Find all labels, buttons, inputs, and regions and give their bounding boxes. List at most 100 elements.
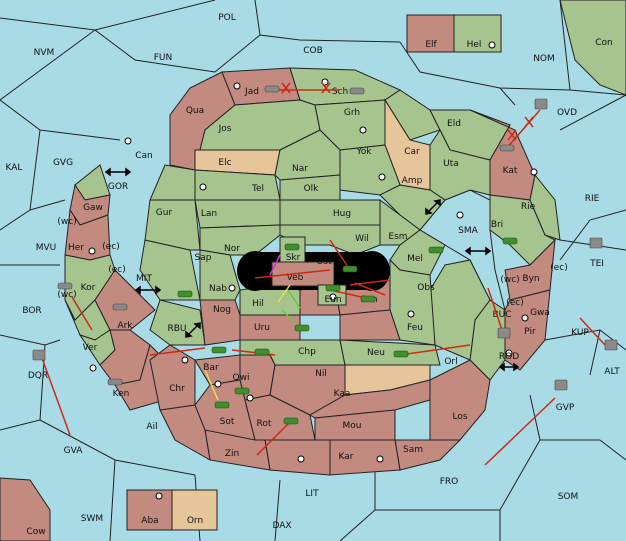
sea-SOM: SOM xyxy=(558,492,579,502)
label-Hug: Hug xyxy=(333,209,351,219)
label-Nor: Nor xyxy=(224,244,240,254)
label-Ver: Ver xyxy=(83,343,98,353)
label-Gaw: Gaw xyxy=(83,203,103,213)
label-Can: Can xyxy=(135,151,153,161)
label-Ost: Ost xyxy=(316,257,332,267)
sea-NOM: NOM xyxy=(533,54,555,64)
label-Kor: Kor xyxy=(81,283,96,293)
label-Orn: Orn xyxy=(187,516,203,526)
supply-centers xyxy=(88,41,538,500)
sea-OVD: OVD xyxy=(557,108,577,118)
sea-RBU: RBU xyxy=(167,324,186,334)
label-Skr: Skr xyxy=(286,253,301,263)
sea-DQR: DQR xyxy=(28,371,48,381)
order-yellow xyxy=(204,284,291,401)
label-Aba: Aba xyxy=(141,516,158,526)
label-Kat: Kat xyxy=(503,166,518,176)
label-Ark: Ark xyxy=(117,321,133,331)
sea-ROD: ROD xyxy=(499,352,519,362)
label-Nar: Nar xyxy=(292,164,308,174)
sea-GVG: GVG xyxy=(53,158,73,168)
label-Wil: Wil xyxy=(355,234,369,244)
label-Eun: Eun xyxy=(324,295,341,305)
sea-FUN: FUN xyxy=(154,53,173,63)
label-Pir: Pir xyxy=(524,327,536,337)
label-Orl: Orl xyxy=(444,357,457,367)
label-Eld: Eld xyxy=(447,119,461,129)
label-Rie: Rie xyxy=(521,202,536,212)
sea-MIT: MIT xyxy=(136,274,152,284)
coast-tag: (wc) xyxy=(57,217,76,227)
label-Cow: Cow xyxy=(26,527,45,537)
sea-GOR: GOR xyxy=(108,182,128,192)
sea-TEI: TEI xyxy=(589,259,604,269)
label-Rot: Rot xyxy=(257,419,272,429)
label-Bar: Bar xyxy=(203,363,219,373)
label-Sch: Sch xyxy=(332,87,348,97)
coast-tags: (wc) (ec) (ec) (wc) (wc) (ec) (ec) xyxy=(57,217,567,308)
sea-BUC: BUC xyxy=(492,310,511,320)
sea-POL: POL xyxy=(218,13,236,23)
sea-NVM: NVM xyxy=(34,48,55,58)
label-Qua: Qua xyxy=(186,106,204,116)
label-Veb: Veb xyxy=(287,273,304,283)
sea-COB: COB xyxy=(303,46,323,56)
grey-units xyxy=(32,85,618,391)
label-Uta: Uta xyxy=(443,159,459,169)
label-Kaa: Kaa xyxy=(334,389,351,399)
label-Gur: Gur xyxy=(156,208,173,218)
label-Chp: Chp xyxy=(298,347,316,357)
sea-MVU: MVU xyxy=(36,243,57,253)
label-Qwi: Qwi xyxy=(233,373,250,383)
label-Grh: Grh xyxy=(344,108,360,118)
coast-tag: (wc) xyxy=(57,290,76,300)
sea-LIT: LIT xyxy=(305,489,319,499)
label-Sam: Sam xyxy=(403,445,423,455)
label-Ken: Ken xyxy=(113,389,130,399)
main-ring-land xyxy=(139,67,561,476)
label-Feu: Feu xyxy=(407,323,423,333)
label-Bri: Bri xyxy=(491,220,503,230)
label-Mel: Mel xyxy=(407,254,423,264)
coast-tag: (wc) xyxy=(500,275,519,285)
order-cross-x xyxy=(281,82,534,141)
label-Sap: Sap xyxy=(195,253,212,263)
coast-tag: (ec) xyxy=(550,263,568,273)
label-Tel: Tel xyxy=(251,184,264,194)
sea-KAL: KAL xyxy=(6,163,23,173)
label-Yok: Yok xyxy=(355,147,372,157)
label-Neu: Neu xyxy=(367,348,385,358)
green-units xyxy=(177,237,518,425)
label-Chr: Chr xyxy=(169,384,185,394)
label-Kar: Kar xyxy=(339,452,354,462)
coast-tag: (ec) xyxy=(108,265,126,275)
order-magenta xyxy=(269,254,281,276)
label-Olk: Olk xyxy=(304,184,320,194)
left-island xyxy=(64,164,166,411)
label-Her: Her xyxy=(68,243,84,253)
label-Elf: Elf xyxy=(425,40,437,50)
sea-labels: POL NVM FUN COB NOM Con KAL GVG GOR MVU … xyxy=(6,13,621,531)
coast-tag: (ec) xyxy=(506,298,524,308)
label-Byn: Byn xyxy=(522,274,539,284)
label-Ail: Ail xyxy=(146,422,157,432)
label-Hil: Hil xyxy=(252,299,264,309)
label-Jos: Jos xyxy=(218,124,232,134)
sea-Con: Con xyxy=(595,38,613,48)
sea-GVP: GVP xyxy=(556,403,575,413)
label-Sot: Sot xyxy=(220,417,235,427)
sea-KAM: RIE xyxy=(585,194,600,204)
label-Jad: Jad xyxy=(244,87,259,97)
strait-arrows xyxy=(104,167,520,372)
label-Nog: Nog xyxy=(213,305,231,315)
sea-ALT: ALT xyxy=(604,367,620,377)
sea-KUP: KUP xyxy=(571,328,589,338)
sea-GVA: GVA xyxy=(64,446,84,456)
label-Nil: Nil xyxy=(315,369,327,379)
sea-SWM: SWM xyxy=(81,514,103,524)
label-Nab: Nab xyxy=(209,284,227,294)
label-Zin: Zin xyxy=(225,449,239,459)
